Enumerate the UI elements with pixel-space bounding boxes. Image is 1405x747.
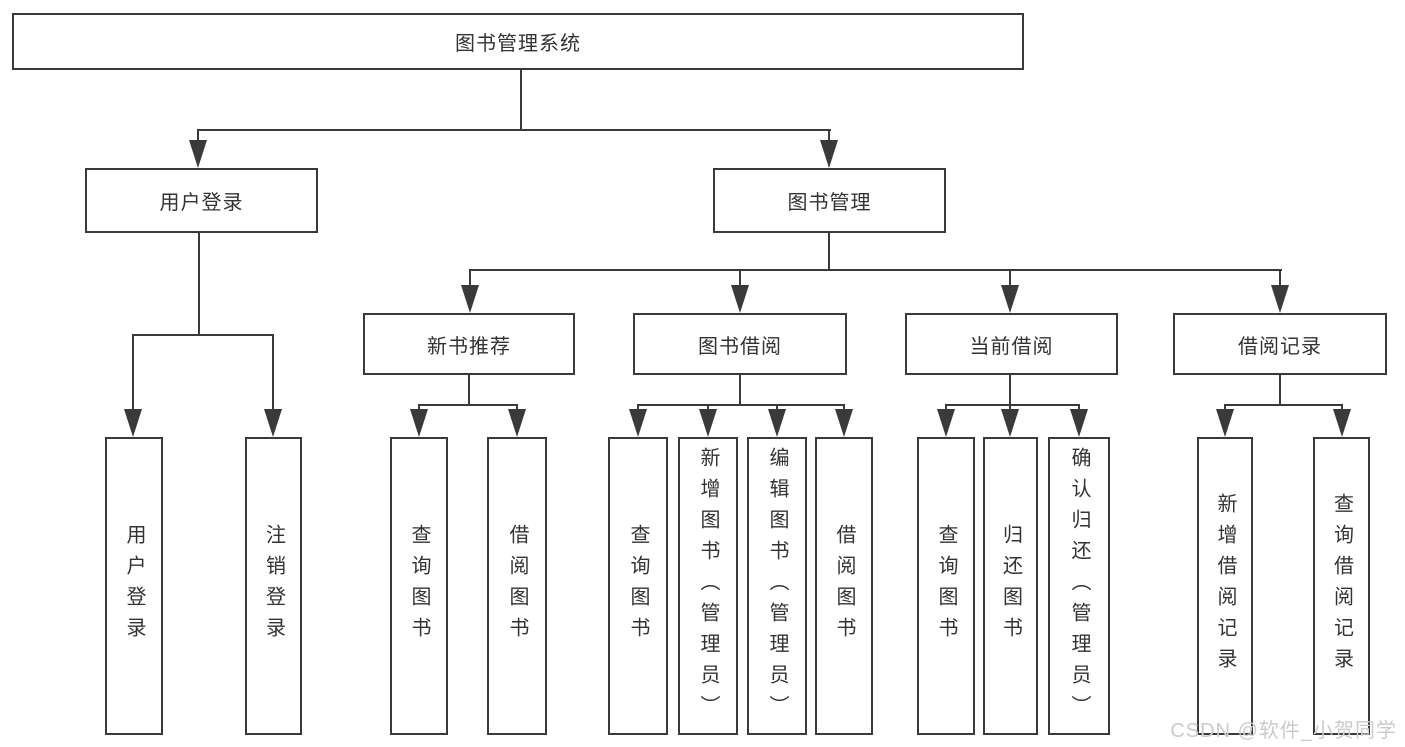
edge-line — [828, 233, 830, 271]
node-book-borrow-label: 图书借阅 — [698, 335, 782, 358]
arrowhead-down-icon — [1070, 409, 1088, 437]
node-borrow-records: 借阅记录 — [1173, 313, 1387, 375]
edge-line — [469, 269, 1282, 271]
edge-line — [272, 334, 274, 412]
node-leaf-confirm-return-label: 确认归还（管理员） — [1068, 446, 1090, 726]
arrowhead-down-icon — [820, 140, 838, 168]
arrowhead-down-icon — [508, 409, 526, 437]
node-current-borrow-label: 当前借阅 — [969, 335, 1054, 358]
node-root-label: 图书管理系统 — [455, 33, 581, 55]
edge-line — [739, 269, 741, 287]
node-leaf-add-borrow-record-label: 新增借阅记录 — [1214, 493, 1236, 679]
node-leaf-return-book: 归还图书 — [983, 437, 1038, 735]
node-leaf-user-login-label: 用户登录 — [123, 524, 145, 648]
node-leaf-query-book-1: 查询图书 — [390, 437, 448, 735]
node-user-login-label: 用户登录 — [159, 192, 244, 214]
arrowhead-down-icon — [1001, 409, 1019, 437]
arrowhead-down-icon — [937, 409, 955, 437]
node-current-borrow: 当前借阅 — [905, 313, 1118, 375]
node-new-book-rec-label: 新书推荐 — [427, 335, 511, 358]
edge-line — [197, 129, 199, 143]
edge-line — [945, 404, 1080, 406]
node-leaf-return-book-label: 归还图书 — [999, 524, 1022, 648]
edge-line — [739, 375, 741, 406]
node-leaf-query-borrow-record: 查询借阅记录 — [1313, 437, 1370, 735]
node-leaf-query-book-2: 查询图书 — [608, 437, 668, 735]
edge-line — [1009, 375, 1011, 406]
node-leaf-query-borrow-record-label: 查询借阅记录 — [1330, 493, 1353, 679]
edge-line — [1279, 375, 1281, 406]
edge-line — [418, 404, 518, 406]
edge-line — [520, 70, 522, 130]
watermark: CSDN @软件_小贺同学 — [1170, 720, 1397, 742]
edge-line — [1009, 269, 1011, 287]
arrowhead-down-icon — [1333, 409, 1351, 437]
arrowhead-down-icon — [189, 140, 207, 168]
node-leaf-confirm-return: 确认归还（管理员） — [1048, 437, 1110, 735]
edge-line — [198, 233, 200, 336]
arrowhead-down-icon — [1001, 285, 1019, 313]
node-leaf-query-book-1-label: 查询图书 — [408, 524, 430, 648]
node-leaf-logout: 注销登录 — [245, 437, 302, 735]
arrowhead-down-icon — [264, 409, 282, 437]
arrowhead-down-icon — [835, 409, 853, 437]
node-borrow-records-label: 借阅记录 — [1238, 335, 1322, 358]
node-leaf-add-borrow-record: 新增借阅记录 — [1197, 437, 1253, 735]
edge-line — [132, 334, 134, 412]
node-user-login: 用户登录 — [85, 168, 318, 233]
edge-line — [469, 269, 471, 287]
arrowhead-down-icon — [461, 285, 479, 313]
arrowhead-down-icon — [1271, 285, 1289, 313]
node-leaf-add-book: 新增图书（管理员） — [678, 437, 738, 735]
node-root: 图书管理系统 — [12, 13, 1024, 70]
edge-line — [637, 404, 845, 406]
arrowhead-down-icon — [1216, 409, 1234, 437]
edge-line — [1279, 269, 1281, 287]
node-book-mgmt-label: 图书管理 — [787, 192, 872, 214]
node-new-book-rec: 新书推荐 — [363, 313, 575, 375]
node-leaf-query-book-2-label: 查询图书 — [627, 524, 649, 648]
edge-line — [468, 375, 470, 406]
arrowhead-down-icon — [410, 409, 428, 437]
edge-line — [1224, 404, 1343, 406]
arrowhead-down-icon — [731, 285, 749, 313]
arrowhead-down-icon — [768, 409, 786, 437]
node-leaf-borrow-book-1: 借阅图书 — [487, 437, 547, 735]
node-leaf-query-book-3-label: 查询图书 — [935, 524, 957, 648]
node-leaf-borrow-book-2-label: 借阅图书 — [833, 524, 855, 648]
edge-line — [828, 129, 830, 143]
node-leaf-borrow-book-1-label: 借阅图书 — [506, 524, 528, 648]
node-book-borrow: 图书借阅 — [633, 313, 847, 375]
node-leaf-add-book-label: 新增图书（管理员） — [697, 446, 719, 726]
node-leaf-query-book-3: 查询图书 — [917, 437, 975, 735]
arrowhead-down-icon — [629, 409, 647, 437]
node-leaf-borrow-book-2: 借阅图书 — [815, 437, 873, 735]
node-leaf-edit-book-label: 编辑图书（管理员） — [766, 446, 788, 726]
arrowhead-down-icon — [124, 409, 142, 437]
node-book-mgmt: 图书管理 — [713, 168, 946, 233]
arrowhead-down-icon — [699, 409, 717, 437]
edge-line — [132, 334, 274, 336]
node-leaf-logout-label: 注销登录 — [262, 524, 285, 648]
edge-line — [197, 129, 831, 131]
node-leaf-user-login: 用户登录 — [105, 437, 163, 735]
node-leaf-edit-book: 编辑图书（管理员） — [747, 437, 807, 735]
